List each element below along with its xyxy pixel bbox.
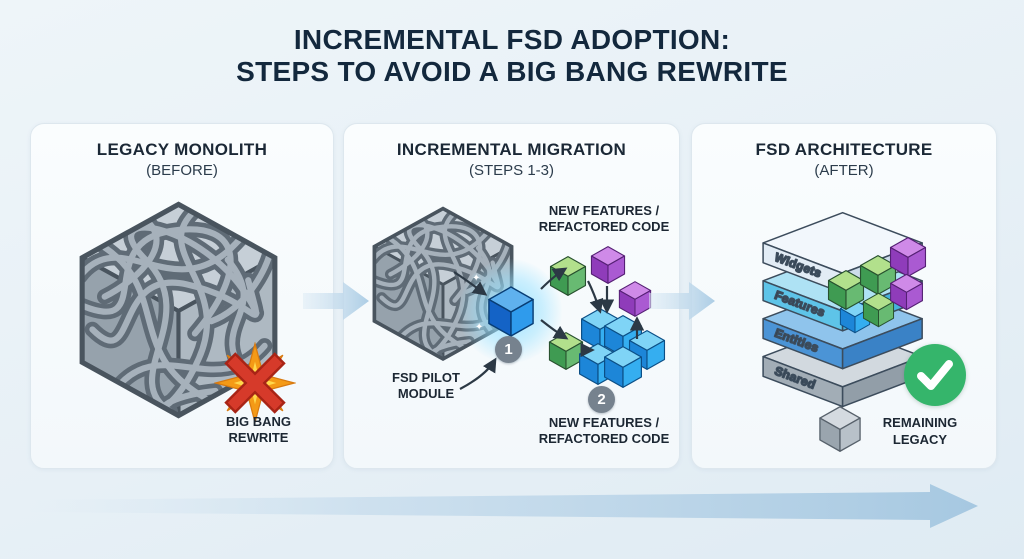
panel-fsd-architecture: FSD ARCHITECTURE (AFTER) Shared Entities (691, 123, 997, 469)
new-features-bottom-line1: NEW FEATURES / (548, 415, 660, 430)
blue-cube-icon (603, 345, 643, 389)
panel-legacy-monolith: LEGACY MONOLITH (BEFORE) BIG BANG REWRIT… (30, 123, 334, 469)
purple-cube-icon (618, 280, 652, 318)
page-title-line1: INCREMENTAL FSD ADOPTION: (293, 24, 731, 55)
big-bang-rewrite-label: BIG BANG REWRITE (196, 414, 321, 447)
sparkle-icon: ✦ (472, 273, 481, 284)
remaining-legacy-line2: LEGACY (892, 431, 948, 447)
fsd-pilot-line1: FSD PILOT (392, 370, 460, 385)
fsd-pilot-line2: MODULE (397, 386, 455, 402)
fsd-pilot-module-label: FSD PILOT MODULE (376, 370, 476, 403)
panel1-title: LEGACY MONOLITH (96, 140, 268, 159)
flow-arrow-1-icon (303, 282, 369, 320)
step-badge-2: 2 (588, 386, 615, 413)
page-title: INCREMENTAL FSD ADOPTION: STEPS TO AVOID… (0, 24, 1024, 89)
big-bang-line1: BIG BANG (226, 414, 291, 429)
panel3-title: FSD ARCHITECTURE (755, 140, 933, 159)
sparkle-icon: ✦ (475, 322, 484, 333)
new-features-top-label: NEW FEATURES / REFACTORED CODE (528, 203, 680, 236)
green-cube-icon (549, 255, 587, 297)
timeline-arrow-icon (28, 484, 978, 528)
panel1-subtitle: (BEFORE) (146, 162, 218, 179)
purple-cube-icon (889, 236, 927, 278)
panel2-title: INCREMENTAL MIGRATION (396, 140, 627, 159)
purple-cube-icon (889, 273, 924, 311)
page-title-line2: STEPS TO AVOID A BIG BANG REWRITE (236, 56, 788, 88)
flow-arrow-2-icon (649, 282, 715, 320)
step-badge-1: 1 (495, 336, 522, 363)
success-check-icon (904, 344, 966, 406)
new-features-bottom-label: NEW FEATURES / REFACTORED CODE (521, 415, 687, 448)
new-features-bottom-line2: REFACTORED CODE (538, 431, 670, 447)
remaining-legacy-label: REMAINING LEGACY (864, 415, 976, 449)
new-features-top-line1: NEW FEATURES / (548, 203, 660, 218)
panel3-subtitle: (AFTER) (814, 162, 874, 179)
big-bang-cross-icon (214, 342, 296, 424)
panel-incremental-migration: INCREMENTAL MIGRATION (STEPS 1-3) ✦ ✦ (343, 123, 680, 469)
panel2-subtitle: (STEPS 1-3) (468, 162, 555, 179)
fsd-pilot-cube-icon (487, 285, 535, 338)
remaining-legacy-cube-icon (818, 405, 862, 453)
big-bang-line2: REWRITE (228, 430, 289, 446)
purple-cube-icon (590, 245, 626, 285)
new-features-top-line2: REFACTORED CODE (538, 219, 670, 235)
remaining-legacy-line1: REMAINING (882, 415, 958, 430)
